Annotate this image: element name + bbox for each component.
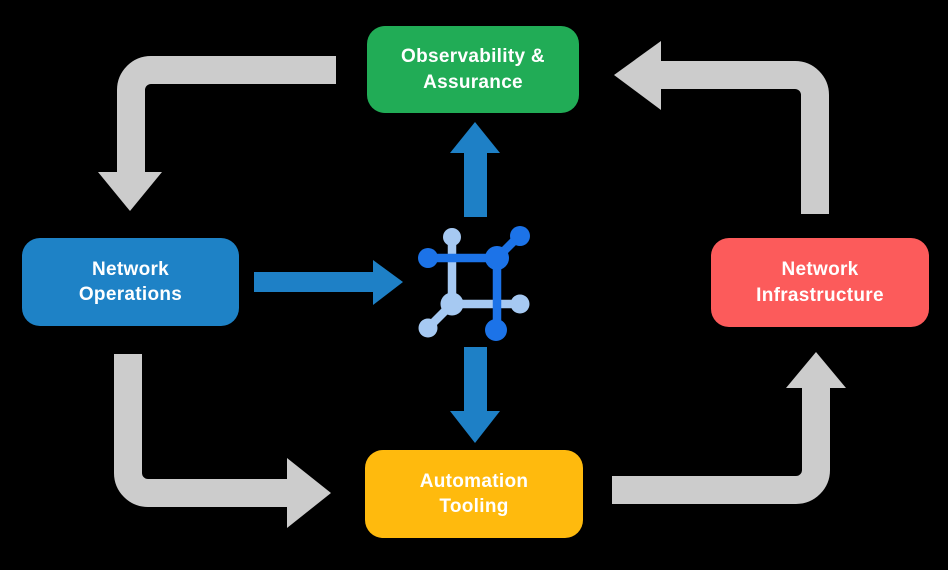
arrow-operations-to-automation	[114, 354, 331, 528]
arrow-automation-to-infrastructure	[612, 352, 846, 504]
node-label-line: Tooling	[439, 496, 509, 517]
arrow-infrastructure-to-observability	[614, 41, 829, 214]
node-label-line: Observability &	[401, 46, 545, 68]
node-label-line: Assurance	[423, 71, 523, 93]
network-automation-icon	[418, 226, 530, 341]
arrow-center-to-observability	[450, 122, 500, 217]
node-label-line: Operations	[78, 284, 183, 305]
arrow-operations-to-center	[254, 260, 403, 305]
node-label-line: Infrastructure	[756, 284, 884, 306]
node-network-infrastructure: Network Infrastructure	[711, 238, 929, 327]
node-automation-tooling: Automation Tooling	[365, 450, 583, 538]
node-label-line: Network	[781, 259, 859, 281]
node-label-line: Automation	[419, 470, 529, 492]
node-network-operations: Network Operations	[22, 238, 239, 326]
node-label-line: Network	[91, 258, 170, 280]
arrow-observability-to-operations	[98, 56, 336, 211]
arrow-center-to-automation	[450, 347, 500, 443]
node-observability-assurance: Observability & Assurance	[367, 26, 579, 113]
